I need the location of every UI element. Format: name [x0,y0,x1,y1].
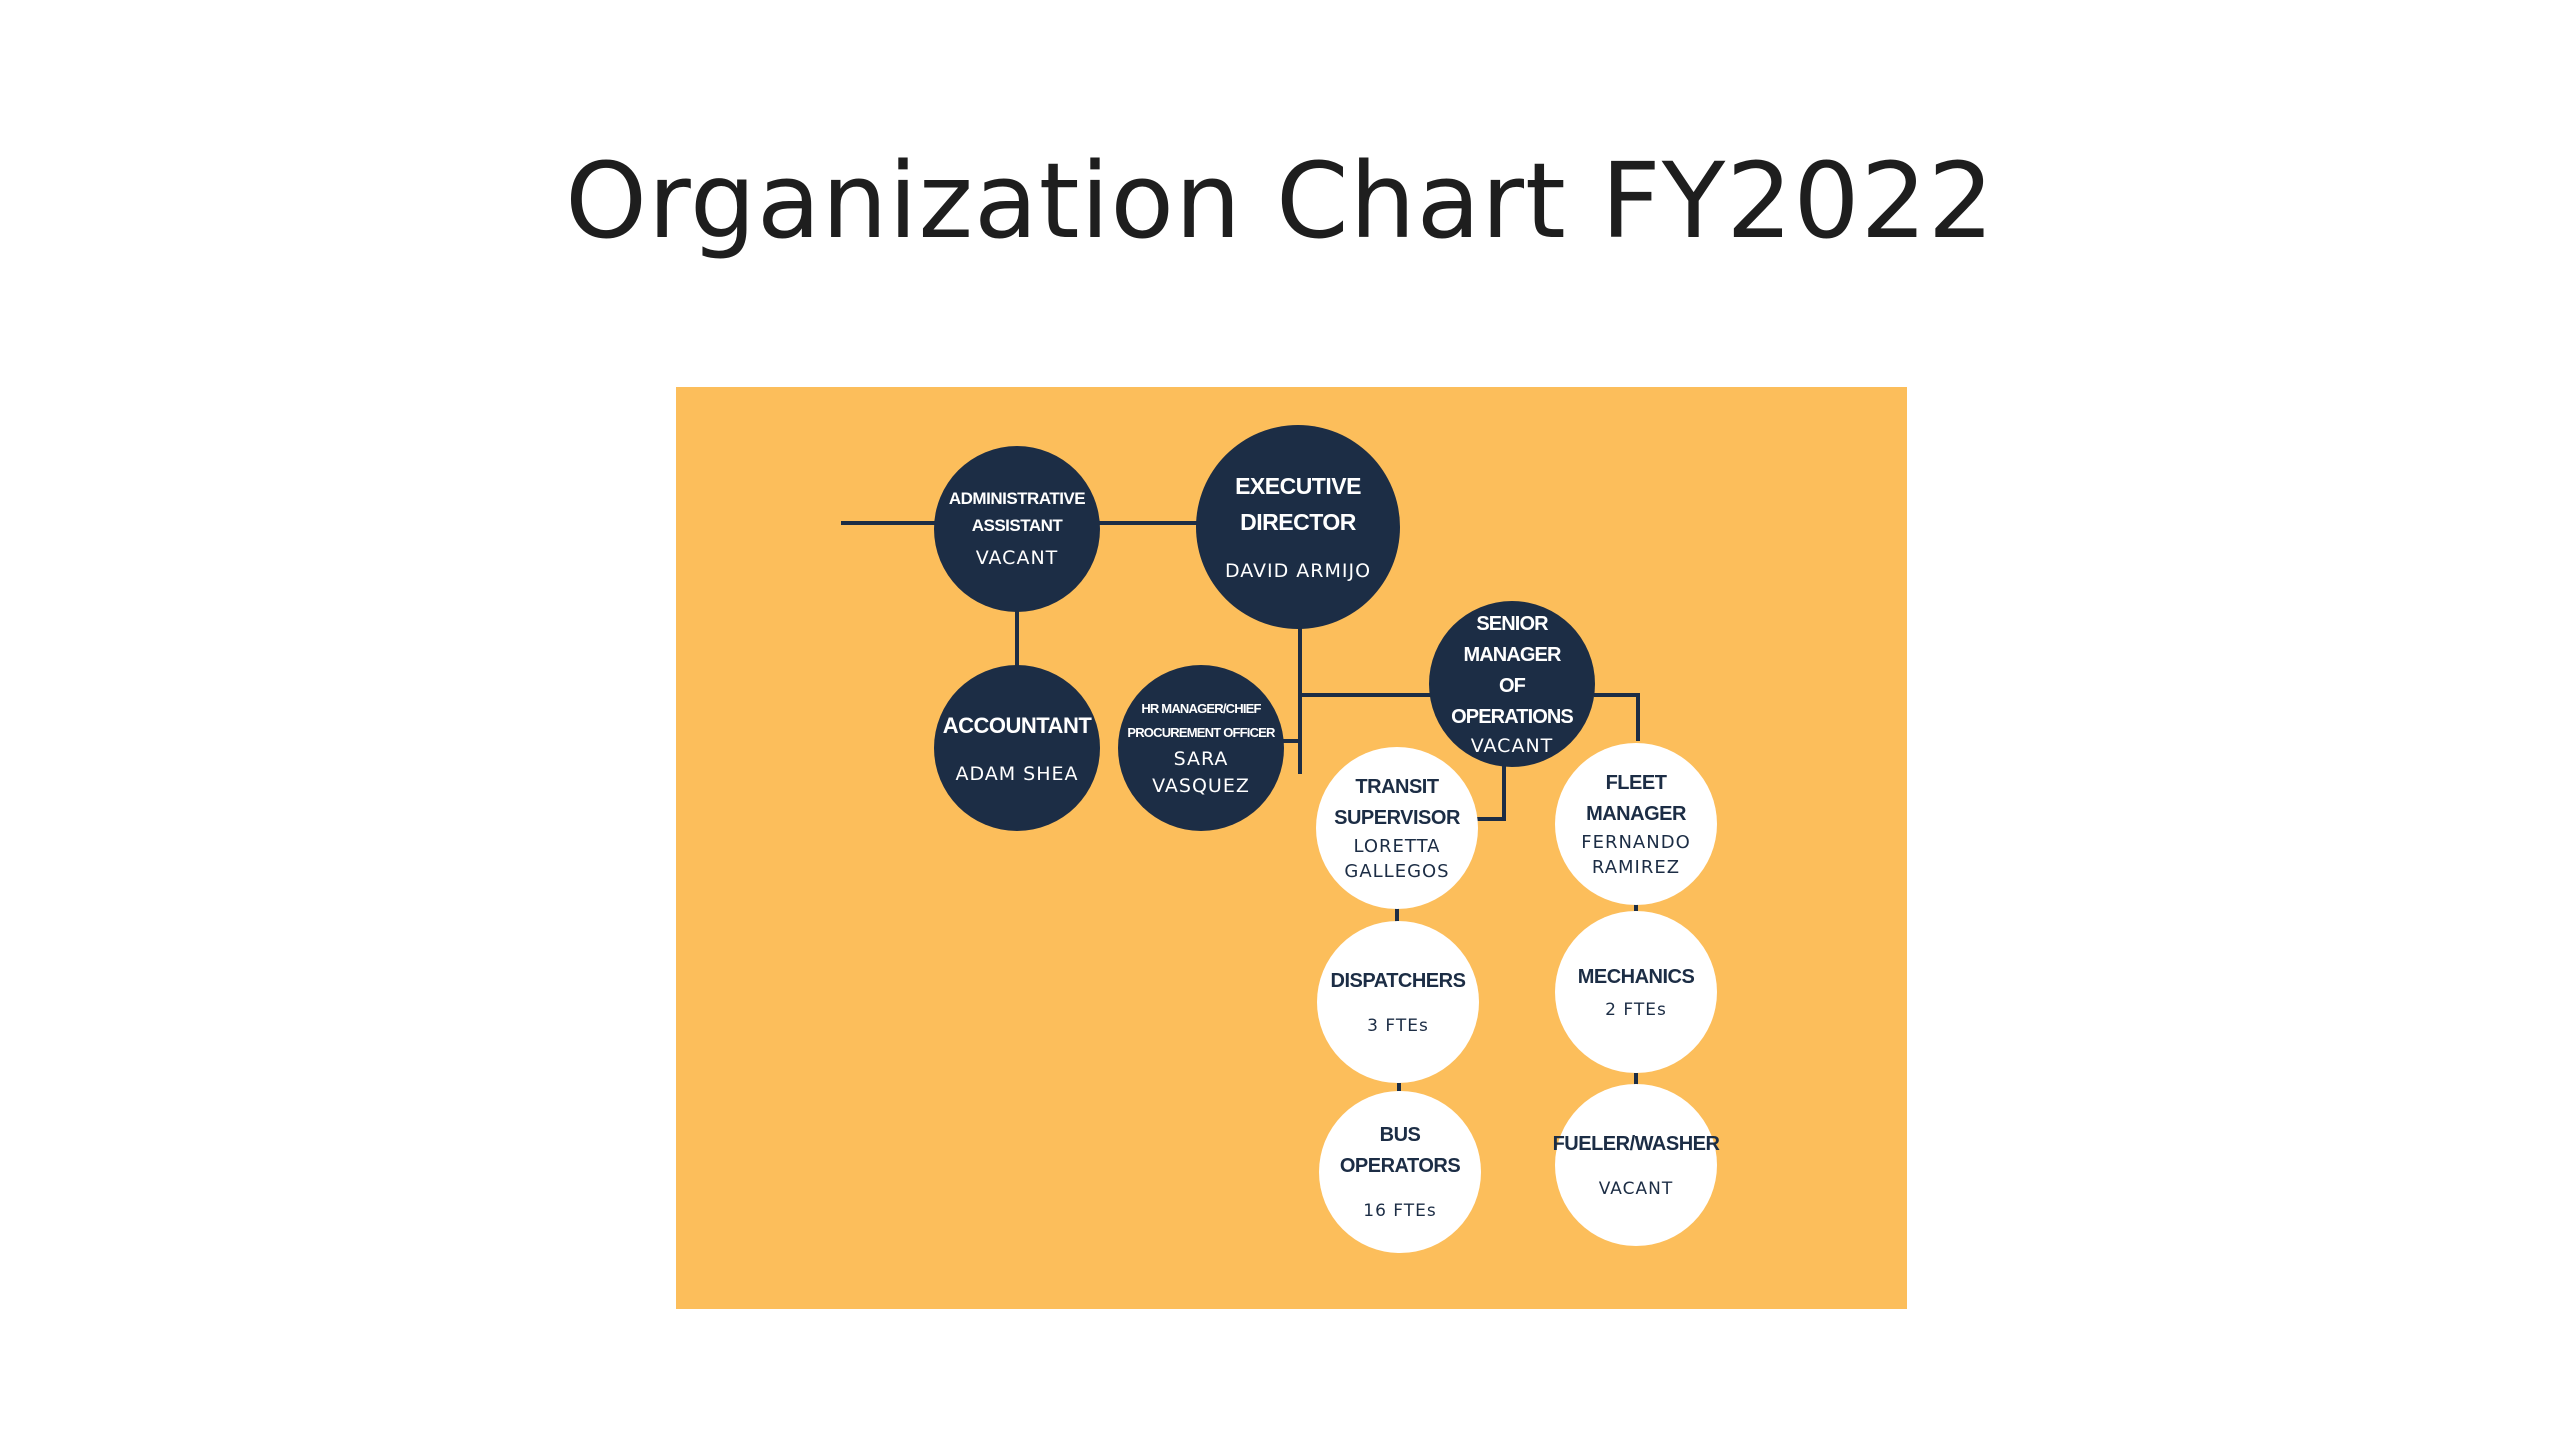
node-mechanics: MECHANICS 2 FTEs [1555,911,1717,1073]
person-label: FERNANDO RAMIREZ [1581,831,1691,878]
person-label: ADAM SHEA [955,762,1079,785]
person-label: VACANT [975,547,1059,570]
person-label: LORETTA GALLEGOS [1344,835,1450,882]
node-hr-manager: HR MANAGER/CHIEF PROCUREMENT OFFICER SAR… [1118,665,1284,831]
person-label: SARA VASQUEZ [1152,748,1250,797]
role-label: HR MANAGER/CHIEF PROCUREMENT OFFICER [1127,700,1275,741]
person-label: DAVID ARMIJO [1224,560,1372,583]
node-fleet-manager: FLEET MANAGER FERNANDO RAMIREZ [1555,743,1717,905]
node-senior-manager-operations: SENIOR MANAGER OF OPERATIONS VACANT [1429,601,1595,767]
node-executive-director: EXECUTIVE DIRECTOR DAVID ARMIJO [1196,425,1400,629]
node-accountant: ACCOUNTANT ADAM SHEA [934,665,1100,831]
person-label: VACANT [1598,1178,1674,1199]
role-label: BUS OPERATORS [1339,1124,1461,1178]
node-bus-operators: BUS OPERATORS 16 FTEs [1319,1091,1481,1253]
role-label: TRANSIT SUPERVISOR [1334,775,1460,829]
org-chart-panel: EXECUTIVE DIRECTOR DAVID ARMIJO ADMINIST… [676,387,1907,1309]
node-fueler-washer: FUELER/WASHER VACANT [1552,1084,1720,1246]
role-label: SENIOR MANAGER OF OPERATIONS [1451,612,1574,728]
node-dispatchers: DISPATCHERS 3 FTEs [1317,921,1479,1083]
role-label: EXECUTIVE DIRECTOR [1235,473,1361,535]
role-label: DISPATCHERS [1330,969,1466,992]
person-label: 3 FTEs [1367,1015,1429,1036]
slide-title: Organization Chart FY2022 [565,140,1995,262]
role-label: FUELER/WASHER [1552,1132,1720,1155]
node-transit-supervisor: TRANSIT SUPERVISOR LORETTA GALLEGOS [1316,747,1478,909]
person-label: 16 FTEs [1363,1201,1437,1222]
role-label: ACCOUNTANT [942,712,1092,738]
person-label: VACANT [1470,734,1554,757]
person-label: 2 FTEs [1605,999,1667,1020]
role-label: FLEET MANAGER [1586,771,1686,825]
role-label: MECHANICS [1577,965,1695,988]
role-label: ADMINISTRATIVE ASSISTANT [948,489,1086,535]
node-administrative-assistant: ADMINISTRATIVE ASSISTANT VACANT [934,446,1100,612]
